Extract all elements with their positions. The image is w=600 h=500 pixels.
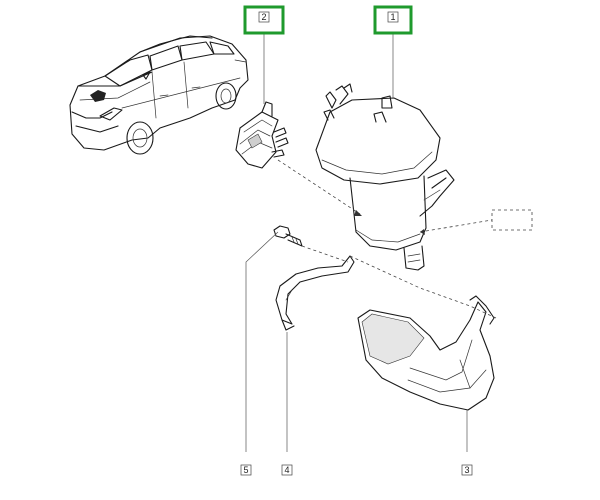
part-1-fuel-filter [315,83,455,271]
callout-3[interactable]: 3 [461,464,473,476]
leader-lines [245,33,497,452]
callout-5-label: 5 [243,465,248,475]
callout-1[interactable]: 1 [373,5,413,35]
part-3-heat-shield [357,295,495,411]
vehicle-illustration [69,35,249,155]
callout-2-label: 2 [261,12,266,22]
part-4-strap-clip [275,255,355,331]
callout-2[interactable]: 2 [243,5,285,35]
callout-5[interactable]: 5 [240,464,252,476]
reference-box [491,209,533,231]
callout-1-label: 1 [390,12,395,22]
part-2-sensor [235,101,289,169]
engine-location-marker [90,90,106,102]
part-5-bolt [273,225,303,247]
callout-4[interactable]: 4 [281,464,293,476]
callout-3-label: 3 [464,465,469,475]
callout-4-label: 4 [284,465,289,475]
